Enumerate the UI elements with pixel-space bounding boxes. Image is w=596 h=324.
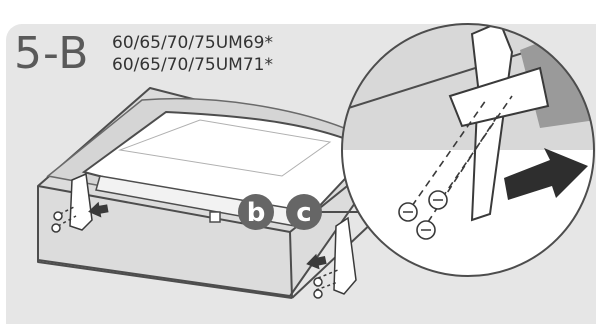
model-line-2: 60/65/70/75UM71* (112, 54, 273, 76)
callout-b: b (238, 194, 274, 230)
callout-b-label: b (247, 198, 266, 228)
callout-c-label: c (296, 198, 311, 228)
zoom-detail (342, 0, 596, 276)
model-list: 60/65/70/75UM69* 60/65/70/75UM71* (112, 32, 273, 76)
model-line-1: 60/65/70/75UM69* (112, 32, 273, 54)
step-number: 5-B (14, 30, 90, 78)
callout-c: c (286, 194, 322, 230)
